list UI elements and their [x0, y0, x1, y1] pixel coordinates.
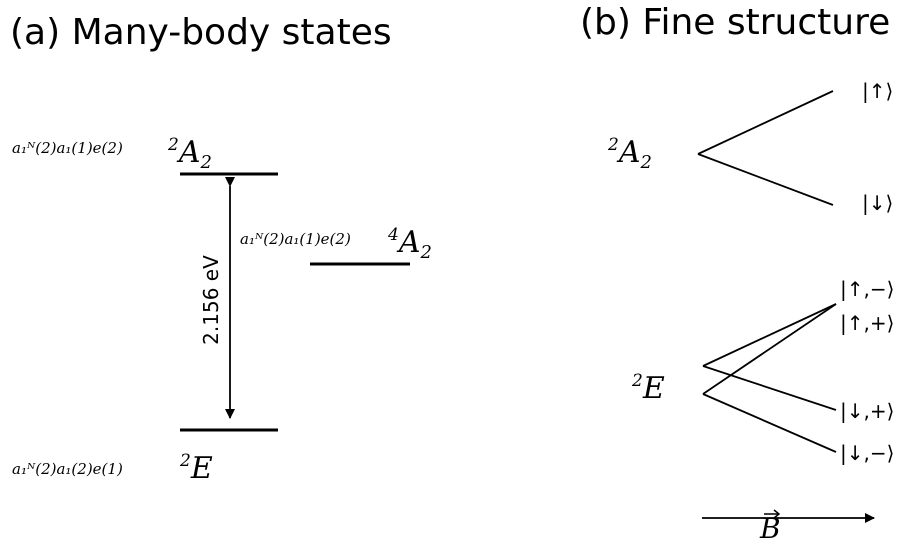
ket-up: |↑⟩	[862, 79, 893, 103]
state-2e-config: a₁ᴺ(2)a₁(2)e(1)	[12, 460, 123, 478]
e-split-line-3	[702, 365, 837, 411]
panel-b-title: (b) Fine structure	[580, 2, 890, 43]
vector-arrow-head-icon	[773, 509, 781, 519]
ket-down-plus: |↓,+⟩	[840, 399, 894, 423]
panel-b: (b) Fine structure 2A2 |↑⟩ |↓⟩ 2E |↑,−⟩ …	[580, 2, 894, 542]
panel-a-title: (a) Many-body states	[10, 12, 392, 53]
a2-split-up-line	[697, 90, 834, 155]
transition-energy-label: 2.156 eV	[199, 255, 223, 345]
e-split-line-1	[702, 303, 837, 367]
fine-2a2-label: 2A2	[607, 135, 652, 173]
state-4a2-label: 4A2	[387, 225, 432, 263]
e-split-line-4	[702, 393, 837, 453]
state-2a2-config: a₁ᴺ(2)a₁(1)e(2)	[12, 139, 123, 157]
state-2e-label: 2E	[179, 451, 213, 486]
ket-up-minus: |↑,−⟩	[840, 277, 894, 301]
magnetic-field-label: B	[759, 512, 781, 542]
fine-2e-label: 2E	[631, 371, 665, 406]
state-2a2-label: 2A2	[167, 135, 212, 173]
state-4a2-config: a₁ᴺ(2)a₁(1)e(2)	[240, 230, 351, 248]
a2-split-down-line	[697, 153, 834, 206]
ket-up-plus: |↑,+⟩	[840, 311, 894, 335]
ket-down: |↓⟩	[862, 191, 893, 215]
ket-down-minus: |↓,−⟩	[840, 441, 894, 465]
e-split-line-2	[702, 303, 837, 395]
panel-a: (a) Many-body states a₁ᴺ(2)a₁(1)e(2) 2A2…	[10, 12, 432, 486]
